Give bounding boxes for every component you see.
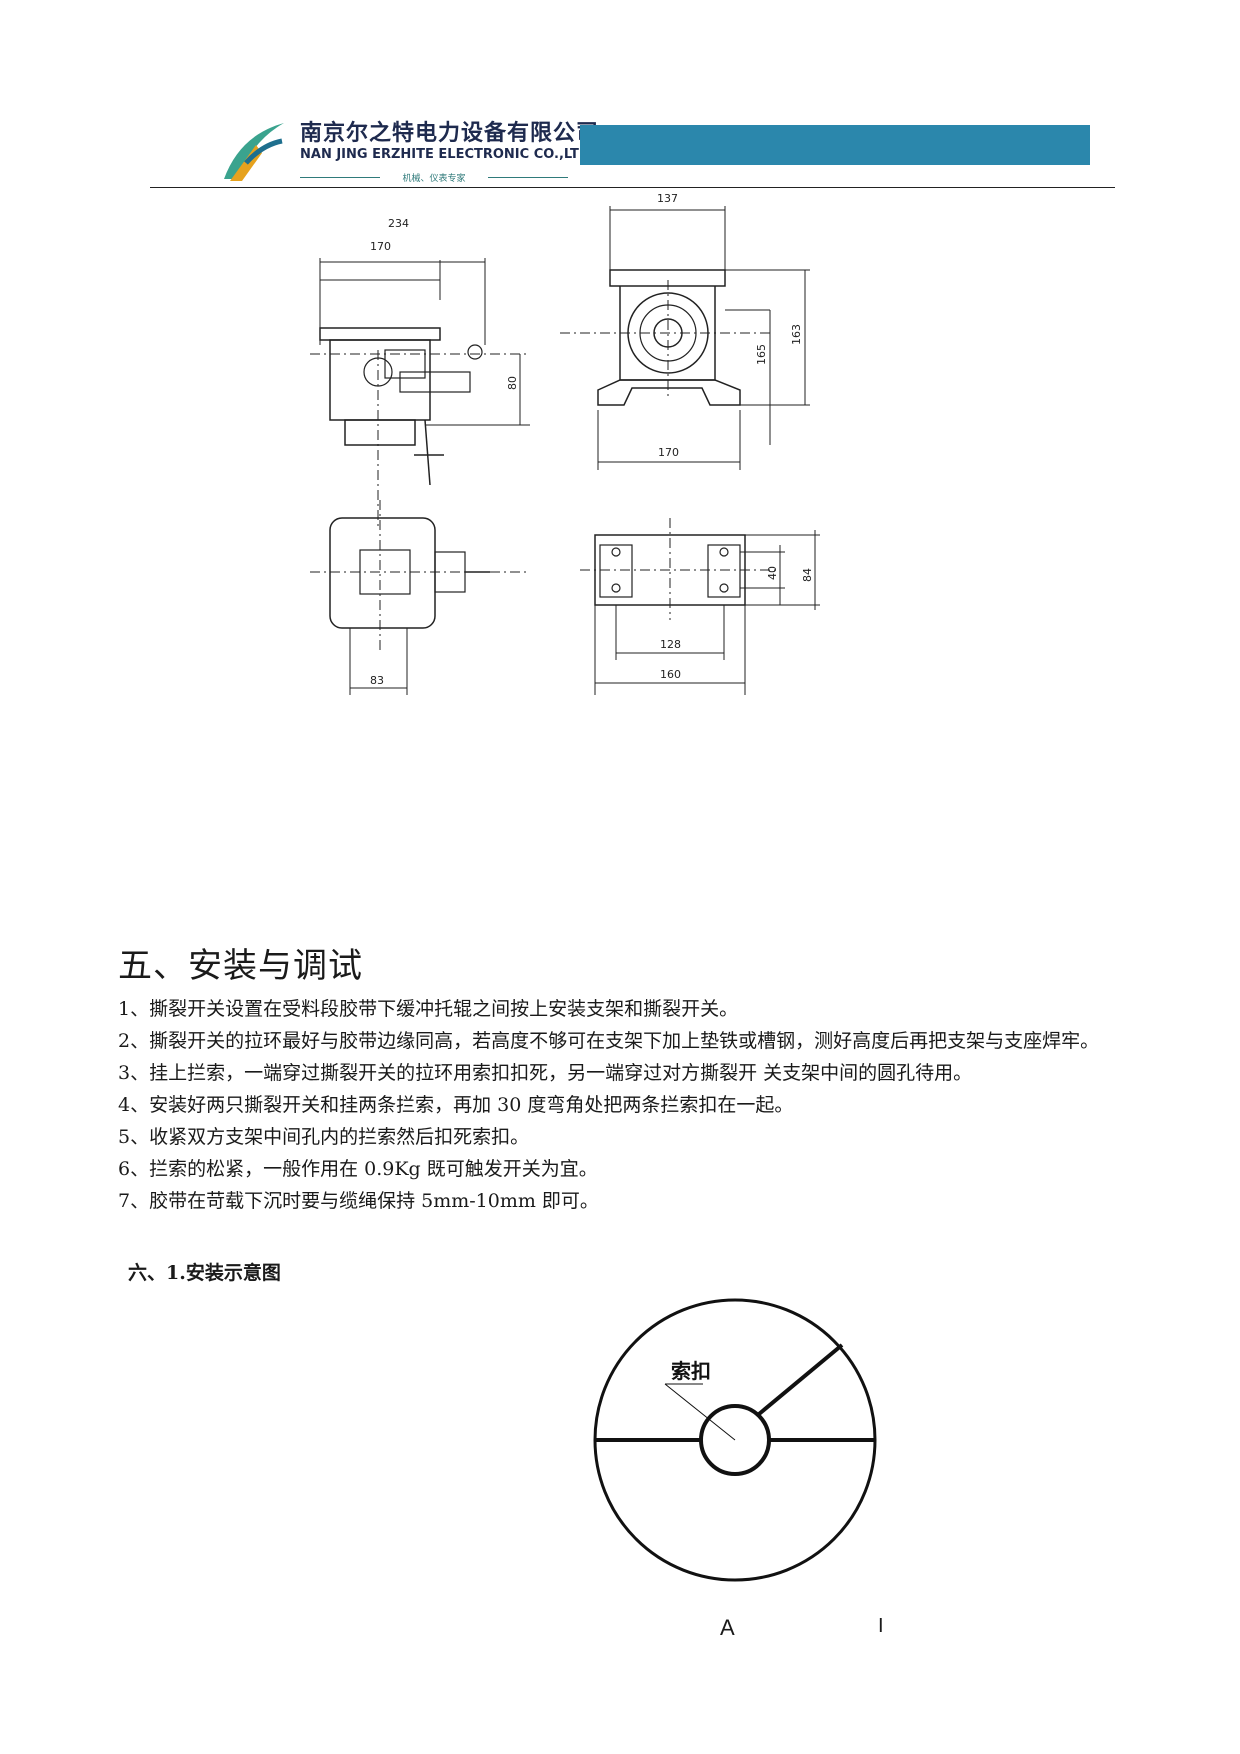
company-slogan: 机械、仪表专家	[300, 171, 568, 184]
dim-83: 83	[370, 674, 384, 687]
side-view	[560, 206, 810, 470]
section-title: 五、安装与调试	[118, 946, 363, 986]
company-name-cn: 南京尔之特电力设备有限公司	[300, 121, 600, 146]
front-view	[310, 258, 530, 530]
label-i: I	[878, 1615, 884, 1637]
step-4: 4、安装好两只撕裂开关和挂两条拦索，再加 30 度弯角处把两条拦索扣在一起。	[118, 1094, 794, 1116]
page-header: 南京尔之特电力设备有限公司 NAN JING ERZHITE ELECTRONI…	[150, 105, 1120, 190]
step-2: 2、撕裂开关的拉环最好与胶带边缘同高，若高度不够可在支架下加上垫铁或槽钢，测好高…	[118, 1030, 1100, 1052]
dim-137: 137	[657, 192, 678, 205]
step-3: 3、挂上拦索，一端穿过撕裂开关的拉环用索扣扣死，另一端穿过对方撕裂开 关支架中间…	[118, 1062, 973, 1084]
dim-128: 128	[660, 638, 681, 651]
installation-diagram: 索扣	[593, 1298, 877, 1582]
dim-165: 165	[755, 344, 768, 365]
step-1: 1、撕裂开关设置在受料段胶带下缓冲托辊之间按上安装支架和撕裂开关。	[118, 998, 739, 1020]
step-7: 7、胶带在苛载下沉时要与缆绳保持 5mm-10mm 即可。	[118, 1190, 599, 1212]
buckle-label: 索扣	[671, 1359, 711, 1383]
step-5: 5、收紧双方支架中间孔内的拦索然后扣死索扣。	[118, 1126, 530, 1148]
dim-170-side: 170	[658, 446, 679, 459]
company-logo-icon	[224, 123, 284, 181]
dim-170-top: 170	[370, 240, 391, 253]
technical-drawings: 234 170 80 137 165 163 170 83 40 84 128 …	[310, 192, 820, 695]
base-plan-view	[580, 518, 820, 695]
header-divider	[150, 187, 1115, 188]
dim-234: 234	[388, 217, 409, 230]
dim-80: 80	[506, 376, 519, 390]
dim-84: 84	[801, 568, 814, 582]
subsection-title: 六、1.安装示意图	[128, 1262, 281, 1284]
top-view	[310, 500, 530, 695]
header-banner	[580, 125, 1090, 165]
step-6: 6、拦索的松紧，一般作用在 0.9Kg 既可触发开关为宜。	[118, 1158, 598, 1180]
dim-40: 40	[766, 566, 779, 580]
label-a: A	[720, 1615, 735, 1640]
company-name-en: NAN JING ERZHITE ELECTRONIC CO.,LTD	[300, 147, 590, 162]
dim-163: 163	[790, 324, 803, 345]
dim-160: 160	[660, 668, 681, 681]
installation-steps: 1、撕裂开关设置在受料段胶带下缓冲托辊之间按上安装支架和撕裂开关。 2、撕裂开关…	[118, 993, 1108, 1217]
